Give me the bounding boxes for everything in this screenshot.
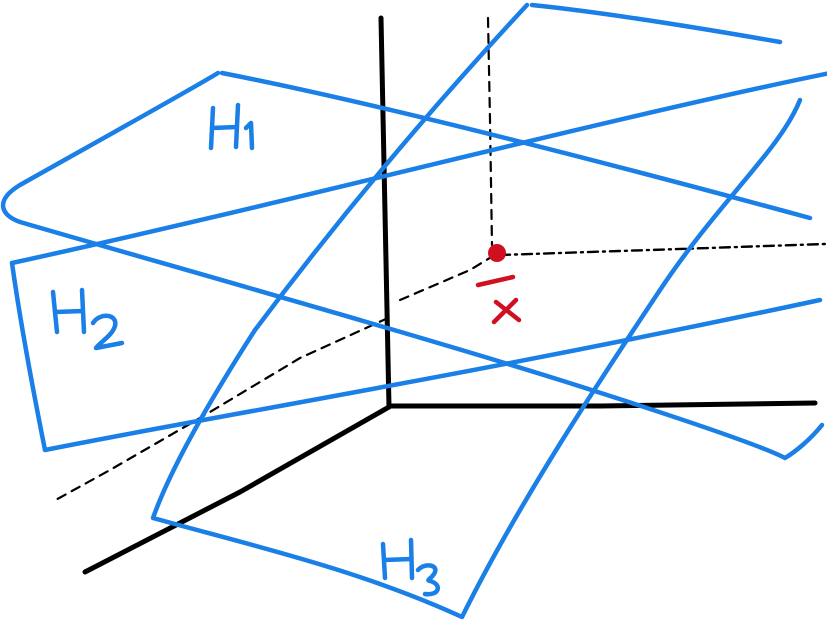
label-h3: [380, 537, 440, 597]
plane-h1-back-edge: [219, 70, 813, 221]
projection-line-horizontal: [498, 242, 827, 257]
projection-line-diagonal: [398, 254, 495, 302]
plane-h1: [0, 70, 825, 461]
plane-h3-top-edge: [529, 2, 783, 45]
label-x: [475, 274, 522, 325]
point-x-dot: [488, 244, 506, 262]
plane-h2: [9, 71, 827, 453]
label-h1: [208, 102, 255, 151]
axis-vertical: [378, 15, 392, 410]
axis-depth: [82, 404, 392, 575]
axis-horizontal: [386, 400, 818, 409]
plane-h3: [150, 2, 803, 620]
label-h2: [50, 287, 125, 351]
projection-line-vertical: [486, 16, 494, 247]
